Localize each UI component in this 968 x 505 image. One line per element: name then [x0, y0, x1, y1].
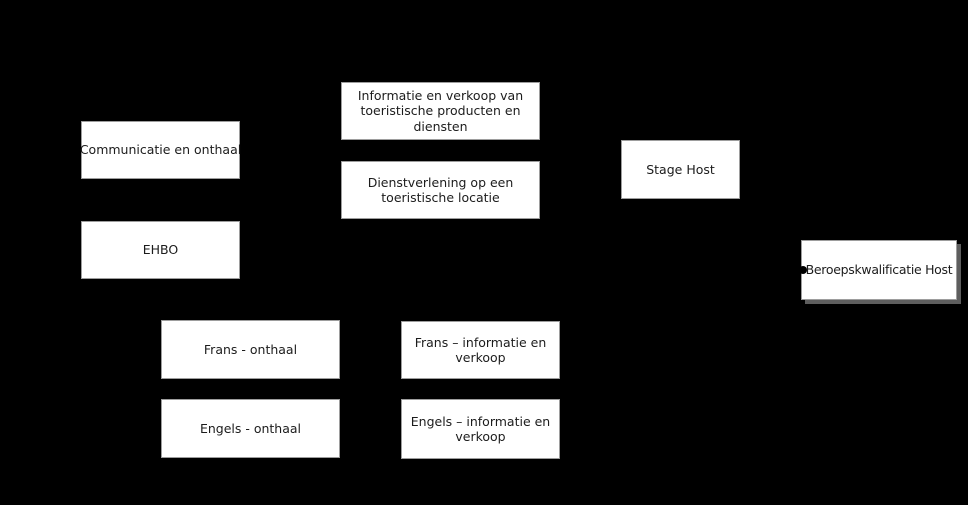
box-ehbo: EHBO [81, 221, 240, 279]
box-label: Engels - onthaal [199, 420, 302, 436]
box-informatie-en-verkoop: Informatie en verkoop van toeristische p… [341, 82, 540, 140]
box-label: Communicatie en onthaal [79, 142, 242, 158]
box-frans-onthaal: Frans - onthaal [161, 320, 340, 379]
box-label: Frans - onthaal [203, 341, 298, 357]
box-label: Dienstverlening op een toeristische loca… [367, 174, 514, 205]
box-engels-onthaal: Engels - onthaal [161, 399, 340, 458]
box-label: Stage Host [646, 161, 715, 177]
box-stage-host: Stage Host [621, 140, 740, 199]
box-frans-informatie-en-verkoop: Frans – informatie en verkoop [401, 321, 560, 379]
box-engels-informatie-en-verkoop: Engels – informatie en verkoop [401, 399, 560, 459]
box-label: Informatie en verkoop van toeristische p… [357, 88, 524, 134]
box-beroepskwalificatie-host: Beroepskwalificatie Host [799, 240, 957, 300]
box-communicatie-en-onthaal: Communicatie en onthaal [79, 121, 242, 179]
box-dienstverlening: Dienstverlening op een toeristische loca… [341, 161, 540, 219]
box-label: Beroepskwalificatie Host [805, 262, 953, 278]
box-label: EHBO [142, 242, 179, 258]
box-label: Engels – informatie en verkoop [410, 413, 551, 444]
bullet-icon [799, 266, 807, 274]
box-label: Frans – informatie en verkoop [414, 334, 547, 365]
